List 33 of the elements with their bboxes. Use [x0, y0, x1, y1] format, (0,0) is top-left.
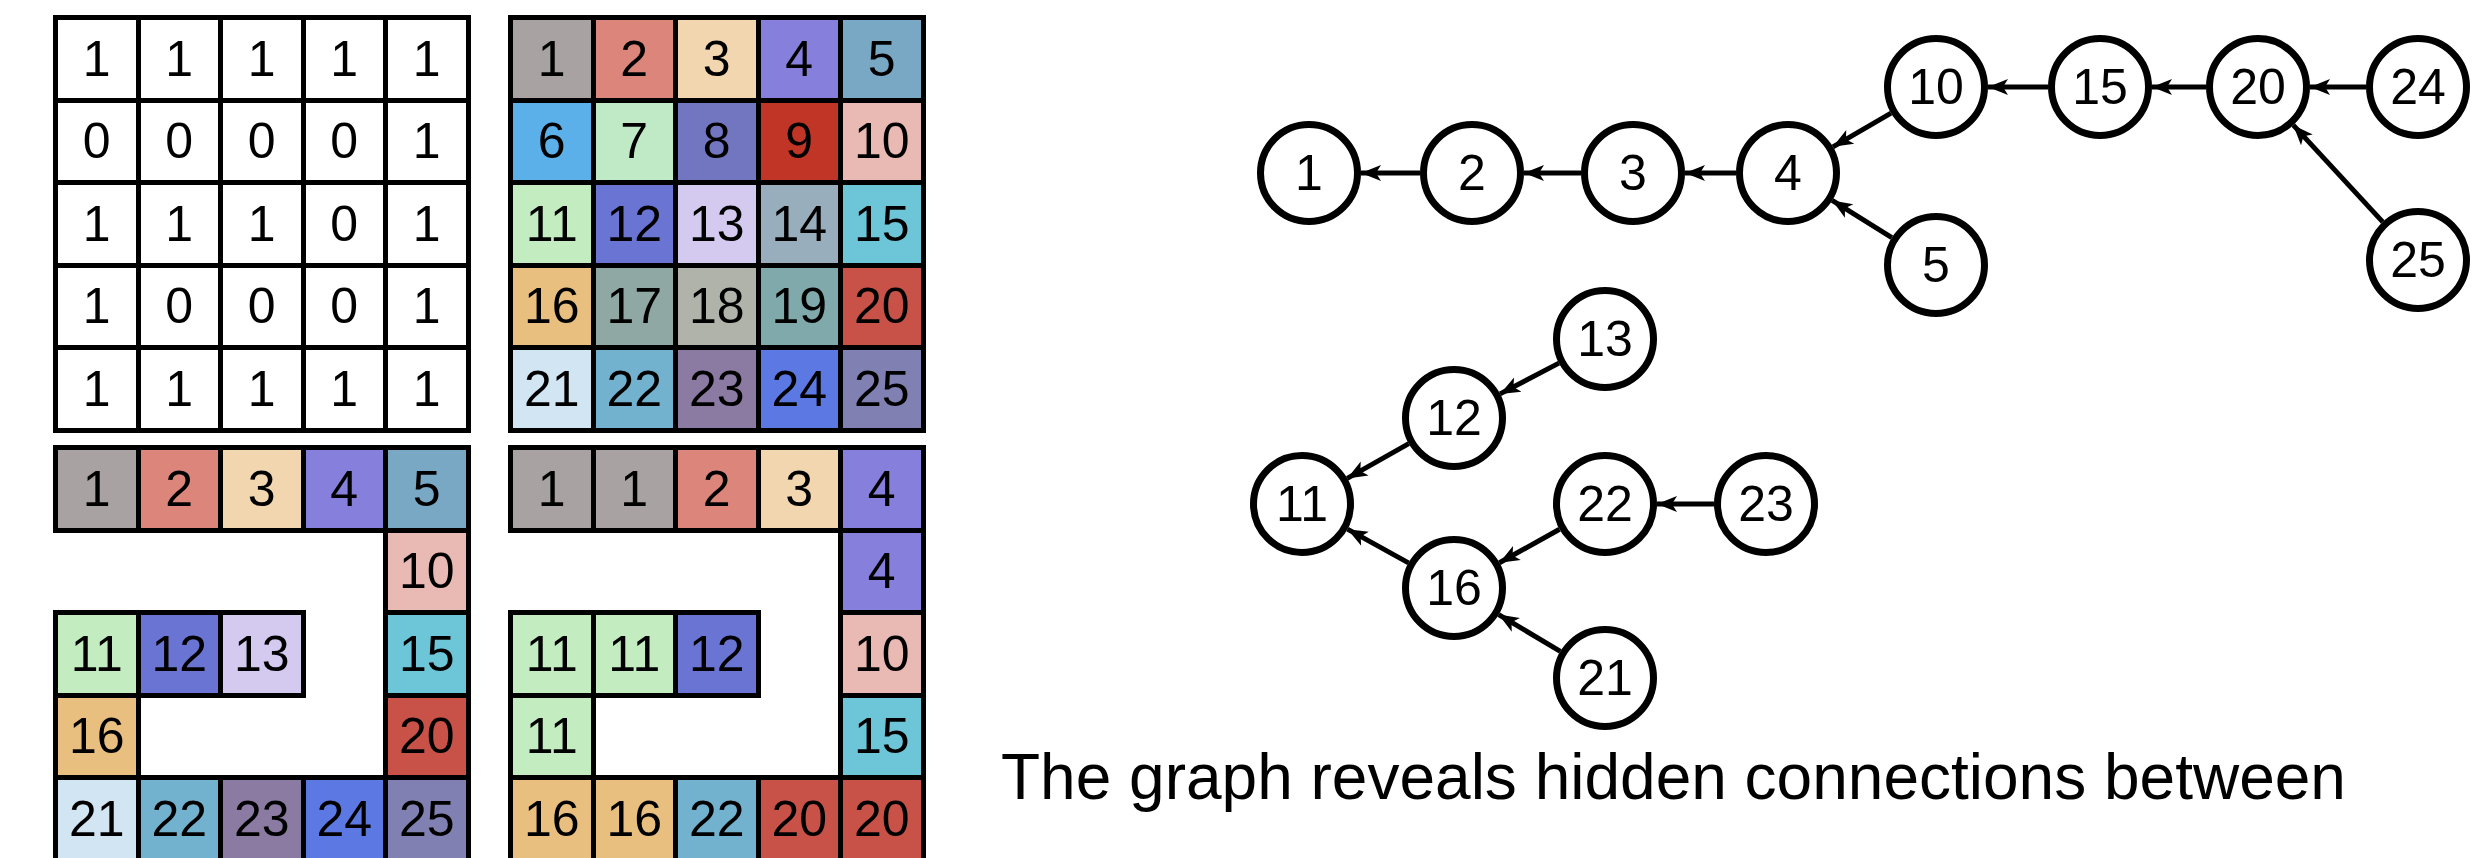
arrow	[1831, 110, 1893, 150]
circle-node: 21	[1553, 626, 1657, 730]
arrow	[2152, 79, 2206, 95]
circle-node: 24	[2366, 35, 2470, 139]
arrow	[1498, 360, 1561, 397]
circle-node: 13	[1553, 287, 1657, 391]
circle-node: 4	[1736, 121, 1840, 225]
arrow	[1497, 612, 1562, 654]
circle-node: 1	[1257, 121, 1361, 225]
arrow	[2310, 79, 2366, 95]
arrow	[1346, 526, 1410, 566]
arrow	[1657, 496, 1714, 512]
circle-node: 20	[2206, 35, 2310, 139]
arrow	[1524, 165, 1581, 181]
circle-node: 2	[1420, 121, 1524, 225]
circle-node: 22	[1553, 452, 1657, 556]
arrow	[1685, 165, 1736, 181]
arrow	[1346, 441, 1410, 481]
arrow	[1361, 165, 1420, 181]
arrow	[1498, 527, 1561, 565]
circle-node: 25	[2366, 208, 2470, 312]
circle-node: 3	[1581, 121, 1685, 225]
circle-node: 23	[1714, 452, 1818, 556]
arrow	[1988, 79, 2048, 95]
circle-node: 15	[2048, 35, 2152, 139]
circle-node: 12	[1402, 366, 1506, 470]
arrow	[2291, 123, 2385, 224]
circle-node: 5	[1884, 213, 1988, 317]
caption: The graph reveals hidden connections between	[1001, 740, 2346, 814]
circle-node: 16	[1402, 536, 1506, 640]
circle-node: 10	[1884, 35, 1988, 139]
arrow	[1830, 198, 1894, 240]
circle-node: 11	[1250, 452, 1354, 556]
